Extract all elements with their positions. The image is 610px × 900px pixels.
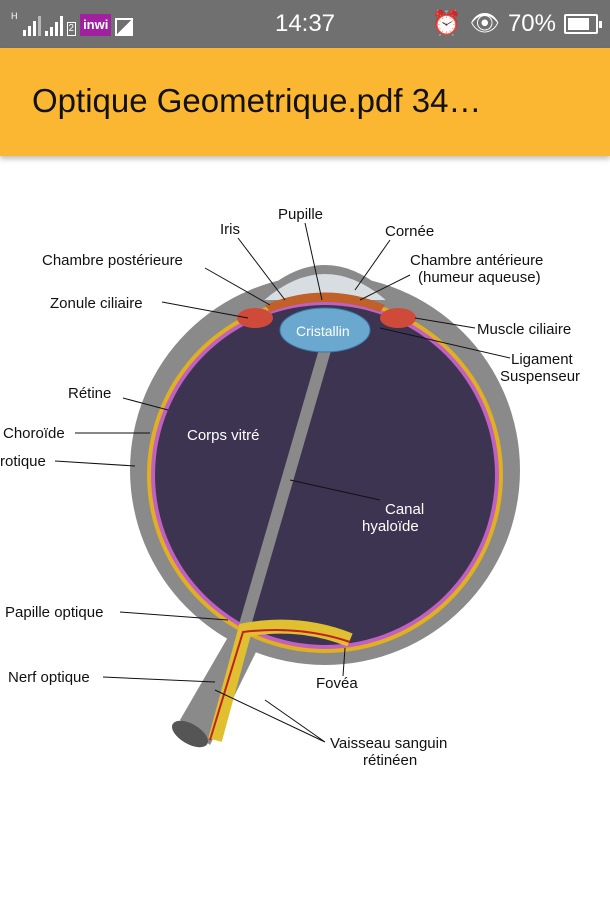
image-icon	[115, 18, 134, 36]
document-title: Optique Geometrique.pdf 34…	[32, 82, 482, 119]
label-cornee: Cornée	[385, 223, 434, 240]
label-choroide: Choroïde	[3, 425, 65, 442]
clock: 14:37	[274, 10, 336, 37]
label-cristallin: Cristallin	[296, 323, 350, 339]
eye-icon: 👁	[469, 10, 500, 37]
alarm-icon: ⏰	[431, 10, 462, 37]
signal-icon	[22, 16, 41, 36]
label-suspenseur: Suspenseur	[500, 368, 580, 385]
label-sclerotique: rotique	[0, 453, 46, 470]
label-nerf-optique: Nerf optique	[8, 669, 90, 686]
label-chambre-anterieure: Chambre antérieure	[410, 252, 543, 269]
label-retineen: rétinéen	[363, 752, 417, 769]
label-chambre-posterieure: Chambre postérieure	[42, 252, 183, 269]
battery-percent: 70%	[507, 9, 556, 37]
carrier-logo: inwi	[80, 14, 112, 36]
label-muscle-ciliaire: Muscle ciliaire	[477, 321, 571, 338]
eyeball	[130, 265, 520, 748]
label-vaisseau: Vaisseau sanguin	[330, 735, 447, 752]
label-humeur-aqueuse: (humeur aqueuse)	[418, 269, 541, 286]
label-hyaloide: hyaloïde	[362, 518, 419, 535]
label-fovea: Fovéa	[316, 675, 358, 692]
eye-diagram: Pupille Iris Cornée Chambre postérieure …	[0, 206, 580, 769]
signal-icon	[44, 16, 63, 36]
label-ligament: Ligament	[511, 351, 574, 368]
label-canal: Canal	[385, 501, 424, 518]
leader-lines	[54, 222, 511, 743]
label-corps-vitre: Corps vitré	[187, 427, 260, 444]
label-iris: Iris	[220, 221, 240, 238]
label-retine: Rétine	[68, 385, 111, 402]
label-papille-optique: Papille optique	[5, 604, 103, 621]
labels: Pupille Iris Cornée Chambre postérieure …	[0, 206, 580, 769]
battery-icon	[564, 13, 602, 34]
label-pupille: Pupille	[278, 206, 323, 223]
network-type: H	[11, 11, 18, 21]
app-bar: Optique Geometrique.pdf 34…	[0, 48, 610, 156]
label-zonule: Zonule ciliaire	[50, 295, 143, 312]
sim2-label: 2	[66, 22, 77, 36]
status-bar: H 2 inwi 14:37 ⏰ 👁 70%	[0, 0, 610, 48]
